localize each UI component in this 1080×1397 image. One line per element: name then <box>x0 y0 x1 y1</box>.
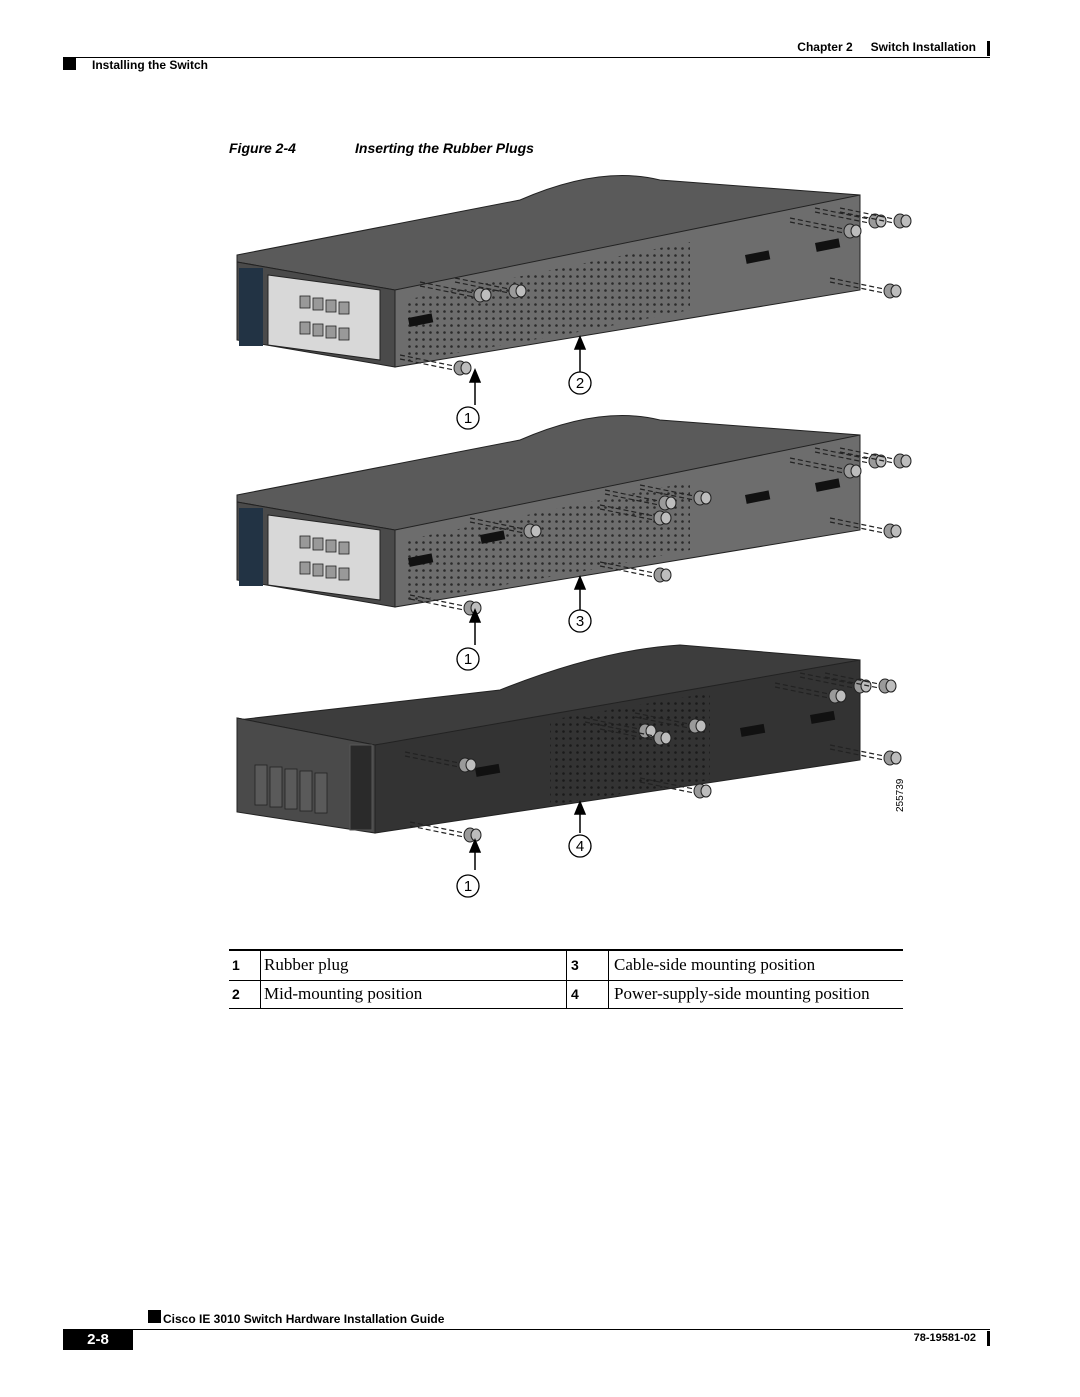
footer-bar <box>987 1331 990 1346</box>
callout-label: 4 <box>576 838 584 855</box>
header-square-marker <box>63 57 76 70</box>
chapter-label: Chapter 2 <box>797 40 853 54</box>
switch-view-cable-side <box>236 415 912 616</box>
callout-label: 1 <box>464 410 472 427</box>
footer-guide-title: Cisco IE 3010 Switch Hardware Installati… <box>163 1312 445 1326</box>
footer-rule <box>63 1329 990 1330</box>
chapter-title: Switch Installation <box>870 40 976 54</box>
callout-label: 2 <box>576 375 584 392</box>
figure-title: Inserting the Rubber Plugs <box>355 140 534 156</box>
running-header-section: Installing the Switch <box>92 58 209 72</box>
legend-bottom-rule <box>229 1008 903 1009</box>
legend-number: 3 <box>571 957 579 973</box>
legend-row: 2 Mid-mounting position 4 Power-supply-s… <box>229 980 903 1009</box>
document-number: 78-19581-02 <box>913 1332 976 1344</box>
art-id: 255739 <box>895 778 906 812</box>
legend-row: 1 Rubber plug 3 Cable-side mounting posi… <box>229 951 903 980</box>
legend-divider <box>566 951 567 1008</box>
header-rule <box>63 57 990 58</box>
legend-text: Cable-side mounting position <box>614 955 816 974</box>
callout-1c <box>456 874 480 898</box>
callout-2 <box>568 371 592 395</box>
legend-divider <box>260 951 261 1008</box>
callout-label: 3 <box>576 613 584 630</box>
callout-1a <box>456 406 480 430</box>
figure-number: Figure 2-4 <box>229 140 296 156</box>
switch-view-power-supply-side <box>236 644 902 843</box>
legend-divider <box>608 951 609 1008</box>
legend-top-rule <box>229 949 903 951</box>
legend-text: Power-supply-side mounting position <box>614 984 870 1003</box>
callout-4 <box>568 834 592 858</box>
header-bar <box>987 41 990 56</box>
legend-number: 2 <box>232 986 240 1002</box>
callout-label: 1 <box>464 878 472 895</box>
page-number: 2-8 <box>63 1329 133 1350</box>
legend-text: Rubber plug <box>264 955 349 974</box>
figure-caption: Figure 2-4 Inserting the Rubber Plugs <box>229 140 534 156</box>
callout-3 <box>568 609 592 633</box>
switch-view-mid-mounting <box>236 175 912 376</box>
callout-1b <box>456 647 480 671</box>
legend-number: 1 <box>232 957 240 973</box>
legend-text: Mid-mounting position <box>264 984 423 1003</box>
running-header-chapter: Chapter 2 Switch Installation <box>797 40 976 54</box>
callout-label: 1 <box>464 651 472 668</box>
legend-number: 4 <box>571 986 579 1002</box>
footer-square-marker <box>148 1310 161 1323</box>
